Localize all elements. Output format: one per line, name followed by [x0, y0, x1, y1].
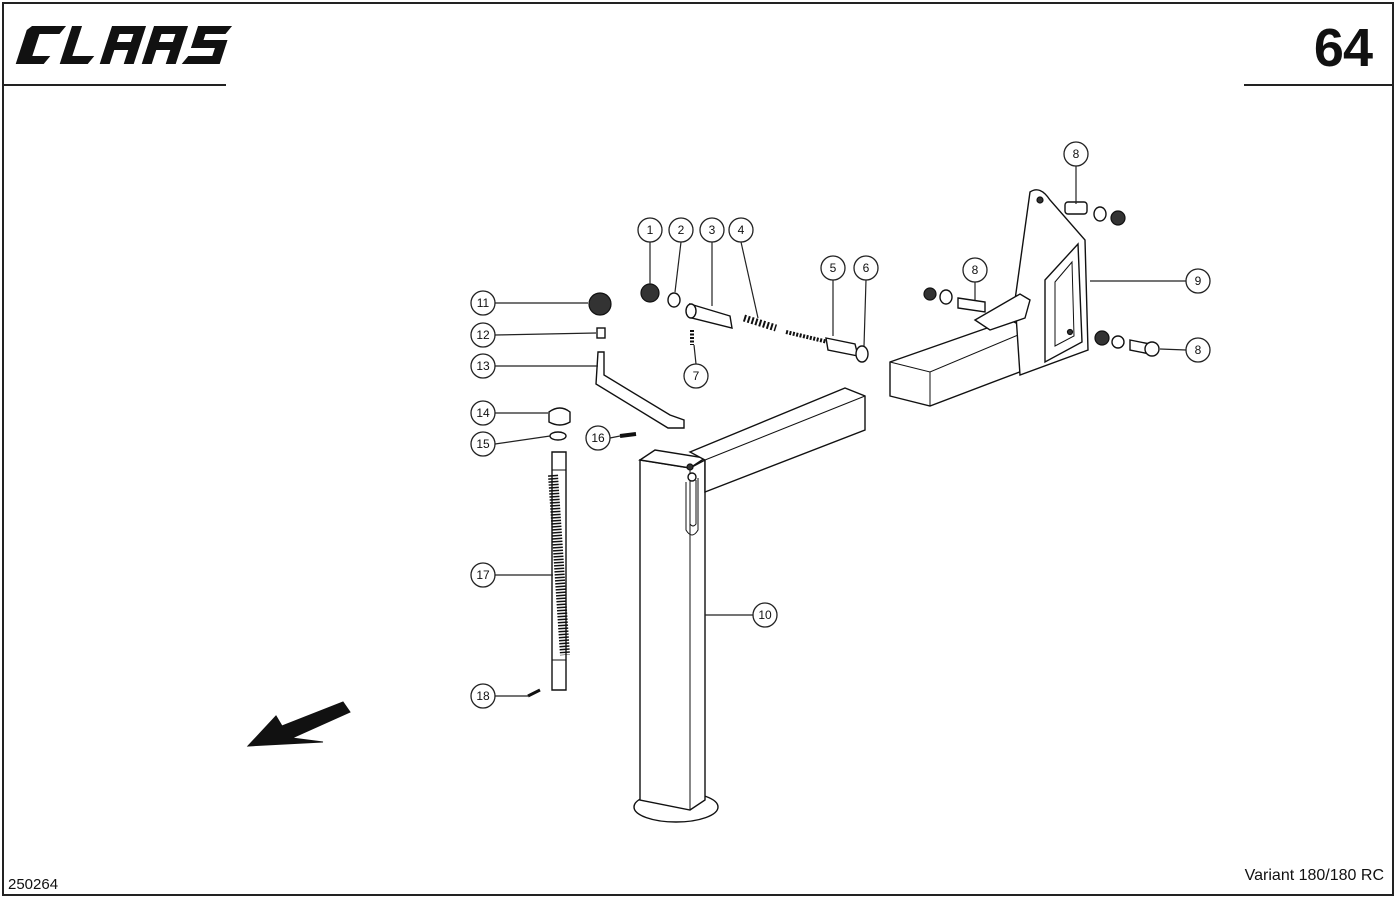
spindle-assembly [527, 407, 637, 698]
callout-14: 14 [470, 400, 496, 426]
bracket-hardware [923, 201, 1160, 357]
svg-text:16: 16 [591, 431, 605, 445]
model-label: Variant 180/180 RC [1244, 867, 1384, 884]
callout-12: 12 [470, 322, 496, 348]
callout-1: 1 [637, 217, 663, 243]
direction-arrow-icon [246, 701, 351, 747]
svg-text:12: 12 [476, 328, 490, 342]
callout-8-middle: 8 [962, 257, 988, 283]
svg-text:8: 8 [1195, 343, 1202, 357]
svg-text:7: 7 [693, 369, 700, 383]
leader-lines [494, 166, 1187, 697]
callout-3: 3 [699, 217, 725, 243]
callout-18: 18 [470, 683, 496, 709]
callout-11: 11 [470, 290, 496, 316]
support-post [633, 449, 719, 823]
callout-2: 2 [668, 217, 694, 243]
svg-text:6: 6 [863, 261, 870, 275]
callout-6: 6 [853, 255, 879, 281]
svg-text:9: 9 [1195, 274, 1202, 288]
callout-5: 5 [820, 255, 846, 281]
svg-text:13: 13 [476, 359, 490, 373]
svg-text:4: 4 [738, 223, 745, 237]
callout-16: 16 [585, 425, 611, 451]
svg-text:10: 10 [758, 608, 772, 622]
lever [595, 351, 685, 429]
svg-text:18: 18 [476, 689, 490, 703]
bracket-assembly [889, 189, 1089, 407]
callout-9: 9 [1185, 268, 1211, 294]
logo-underline [4, 84, 226, 86]
callout-7: 7 [683, 363, 709, 389]
callout-13: 13 [470, 353, 496, 379]
page-number-underline [1244, 84, 1392, 86]
callout-8-top: 8 [1063, 141, 1089, 167]
svg-text:8: 8 [972, 263, 979, 277]
svg-text:5: 5 [830, 261, 837, 275]
svg-text:15: 15 [476, 437, 490, 451]
drawing-id: 250264 [8, 876, 59, 893]
callout-8-right: 8 [1185, 337, 1211, 363]
callout-15: 15 [470, 431, 496, 457]
svg-text:17: 17 [476, 568, 490, 582]
claas-logo [15, 26, 233, 64]
horizontal-arm [688, 387, 866, 494]
svg-text:14: 14 [476, 406, 490, 420]
callout-17: 17 [470, 562, 496, 588]
small-parts [588, 283, 869, 363]
svg-text:2: 2 [678, 223, 685, 237]
svg-text:1: 1 [647, 223, 654, 237]
callout-10: 10 [752, 602, 778, 628]
svg-text:3: 3 [709, 223, 716, 237]
callout-4: 4 [728, 217, 754, 243]
page-number: 64 [1313, 18, 1373, 78]
svg-text:11: 11 [477, 296, 490, 310]
svg-text:8: 8 [1073, 147, 1080, 161]
